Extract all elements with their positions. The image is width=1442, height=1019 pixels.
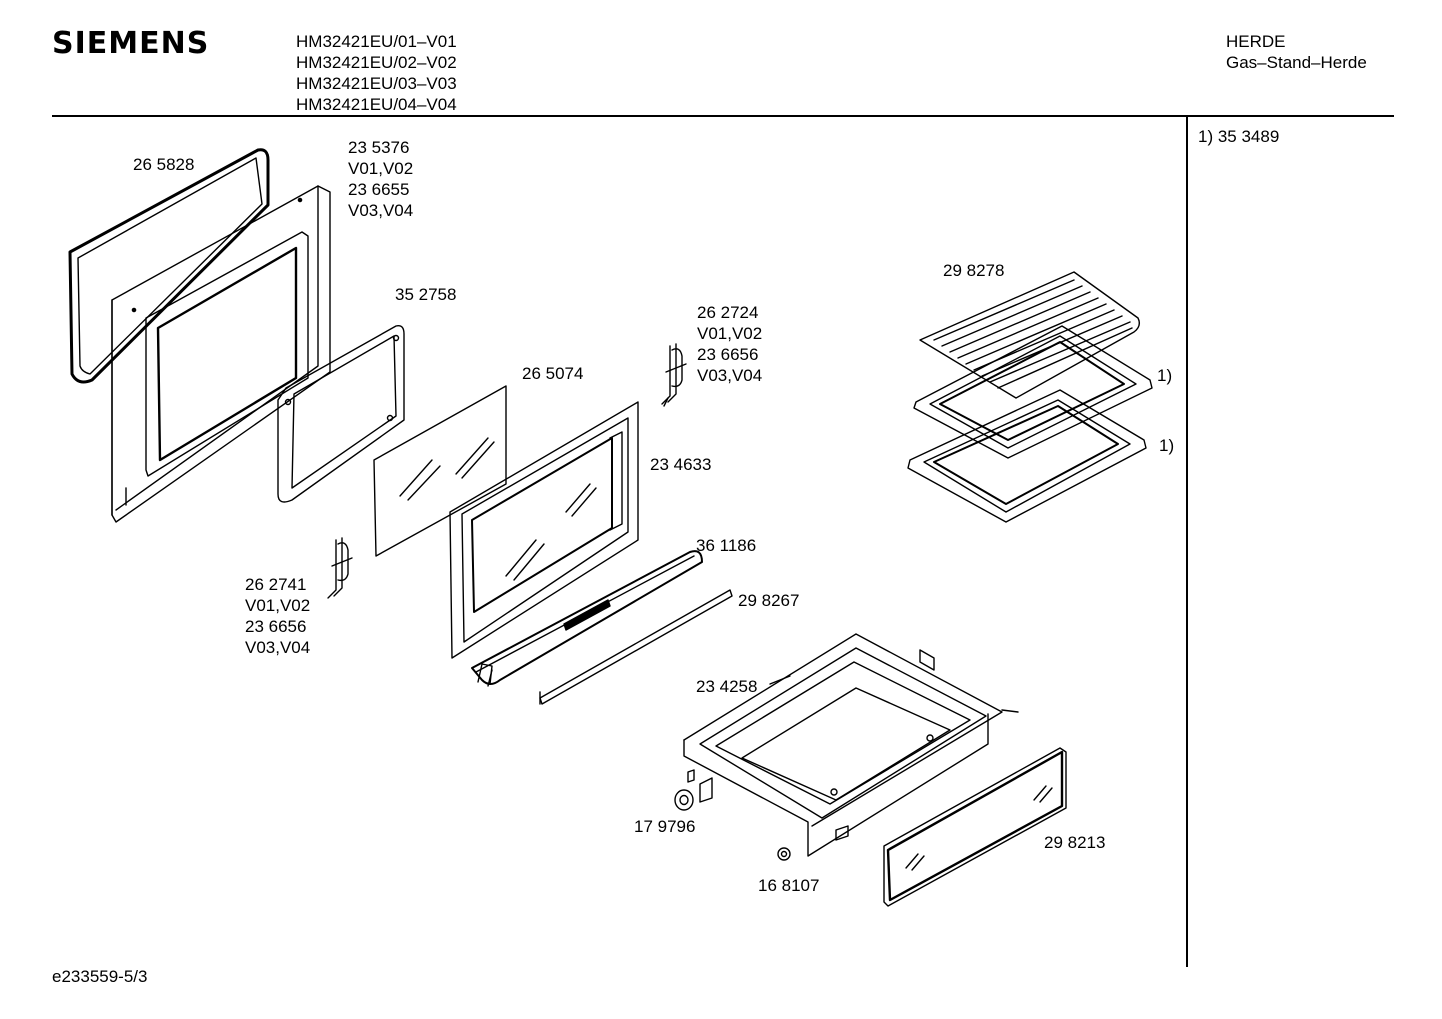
part-number: 23 6655: [348, 180, 410, 199]
part-label-drawer-front: 29 8213: [1044, 833, 1106, 852]
model-list: HM32421EU/01–V01 HM32421EU/02–V02 HM3242…: [296, 31, 457, 115]
document-id: e233559-5/3: [52, 967, 148, 986]
model-number: HM32421EU/01–V01: [296, 32, 457, 51]
part-label-glass: 26 5074: [522, 364, 584, 383]
part-variant: V03,V04: [348, 201, 414, 220]
part-number: 26 2741: [245, 575, 307, 594]
brand-logo: SIEMENS: [52, 26, 210, 61]
grill-rack-part: [919, 271, 1141, 399]
drawer-part: [683, 633, 1019, 857]
model-number: HM32421EU/03–V03: [296, 74, 457, 93]
hinge-left-part: [327, 537, 353, 599]
drawer-front-part: [883, 747, 1067, 907]
part-variant: V01,V02: [697, 324, 763, 343]
inner-door-part: [111, 185, 331, 523]
inner-panel-part: [277, 324, 405, 503]
baking-tray-lower-part: [907, 389, 1147, 523]
nut-part: [777, 847, 791, 861]
side-column-divider: [1186, 117, 1188, 967]
handle-bar-part: [471, 550, 703, 687]
side-note: 1) 35 3489: [1198, 127, 1280, 146]
part-variant: V03,V04: [697, 366, 763, 385]
part-label-panel: 35 2758: [395, 285, 457, 304]
part-number: 26 2724: [697, 303, 759, 322]
glass-pane-part: [373, 385, 507, 557]
product-category: HERDE Gas–Stand–Herde: [1226, 31, 1367, 73]
part-variant: V01,V02: [348, 159, 414, 178]
part-label-hinge-left: 26 2741 V01,V02 23 6656 V03,V04: [245, 574, 310, 658]
part-label-roller: 17 9796: [634, 817, 696, 836]
part-label-nut: 16 8107: [758, 876, 820, 895]
part-label-outer-door: 23 4633: [650, 455, 712, 474]
part-label-grill-rack: 29 8278: [943, 261, 1005, 280]
category-subtitle: Gas–Stand–Herde: [1226, 53, 1367, 72]
roller-part: [674, 789, 694, 811]
model-number: HM32421EU/04–V04: [296, 95, 457, 114]
trim-strip-part: [539, 589, 733, 705]
header-divider: [52, 115, 1394, 117]
part-number: 23 6656: [697, 345, 759, 364]
category-title: HERDE: [1226, 32, 1286, 51]
part-label-inner-door: 23 5376 V01,V02 23 6655 V03,V04: [348, 137, 413, 221]
part-label-strip: 29 8267: [738, 591, 800, 610]
part-variant: V01,V02: [245, 596, 311, 615]
outer-door-part: [449, 401, 639, 659]
part-number: 23 5376: [348, 138, 410, 157]
part-number: 23 6656: [245, 617, 307, 636]
part-label-hinge-right: 26 2724 V01,V02 23 6656 V03,V04: [697, 302, 762, 386]
model-number: HM32421EU/02–V02: [296, 53, 457, 72]
door-seal-part: [68, 148, 270, 384]
part-label-drawer: 23 4258: [696, 677, 758, 696]
part-label-tray-ref: 1): [1157, 366, 1173, 385]
part-label-tray-ref: 1): [1159, 436, 1175, 455]
baking-tray-upper-part: [913, 325, 1153, 459]
part-label-handle: 36 1186: [696, 536, 757, 555]
part-variant: V03,V04: [245, 638, 311, 657]
hinge-right-part: [661, 343, 687, 407]
part-label-seal: 26 5828: [133, 155, 195, 174]
